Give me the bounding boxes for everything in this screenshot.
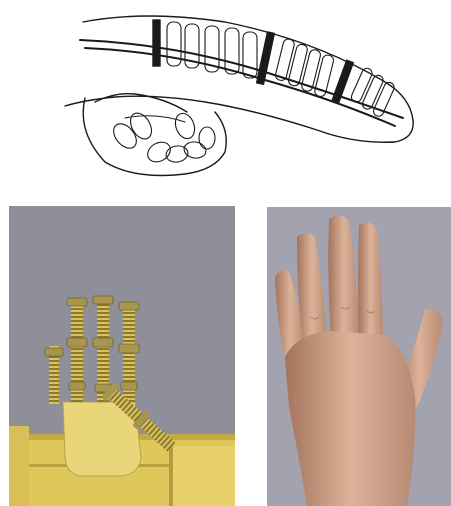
robotic-hand-svg — [9, 206, 235, 506]
finger-mechanism-drawing — [55, 2, 415, 182]
palm-outline — [83, 98, 226, 176]
human-hand-photo — [267, 207, 451, 506]
finger-sketch-svg — [55, 2, 415, 182]
hand-shape — [275, 215, 443, 506]
link-bar — [332, 60, 353, 102]
link-bar — [153, 20, 160, 66]
tendon-line — [85, 48, 395, 126]
link-bar — [257, 32, 275, 84]
robotic-hand-photo — [9, 206, 235, 506]
human-hand-svg — [267, 207, 451, 506]
